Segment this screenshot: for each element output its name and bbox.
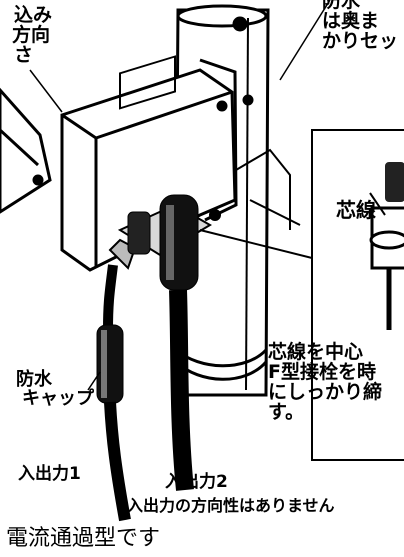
top-right-line-1: 防水 [322, 0, 361, 12]
top-right-line-3: かりセッ [322, 29, 399, 52]
caption: 電流通過型です [6, 526, 161, 551]
top-left-line-1: 込み [14, 4, 53, 26]
inset-instruction-line-3: にしっかり締 [268, 380, 383, 403]
inset-instruction-line-2: F型接栓を時 [268, 360, 376, 383]
waterproof-cap-label: 防水 キャップ [16, 369, 94, 409]
top-left-line-3: さ [14, 43, 34, 66]
pole-strap [174, 348, 268, 381]
waterproof-cap-line-1: 防水 [16, 369, 52, 390]
top-right-text: 防水 は奥ま かりセッ [322, 0, 398, 52]
inset-instructions: 芯線を中心 F型接栓を時 にしっかり締 す。 [268, 341, 383, 423]
core-wire-label: 芯線 [336, 198, 376, 222]
top-left-text: 込み 方向 さ [4, 4, 53, 66]
direction-note: 入出力の方向性はありません [127, 496, 335, 515]
top-right-line-2: は奥ま [322, 9, 380, 32]
inset-instruction-line-4: す。 [268, 400, 305, 423]
cable-2 [127, 194, 199, 491]
cable-1 [96, 238, 137, 522]
leader-lines [29, 0, 331, 391]
left-device-fragment [0, 87, 52, 214]
waterproof-cap-line-2: キャップ [22, 387, 94, 409]
port-1-label: 入出力1 [18, 464, 81, 484]
inset-instruction-line-1: 芯線を中心 [268, 341, 364, 363]
detail-inset [311, 129, 404, 461]
top-left-line-2: 方向 [12, 23, 51, 46]
port-2-label: 入出力2 [165, 472, 228, 492]
